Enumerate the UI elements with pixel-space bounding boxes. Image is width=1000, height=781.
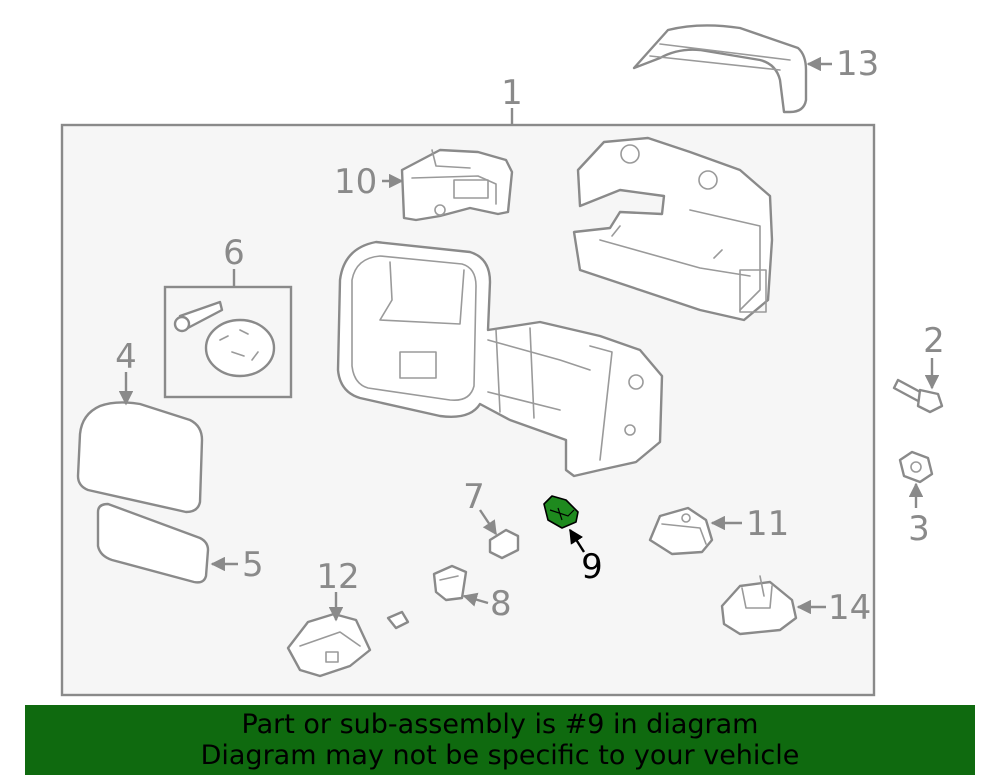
info-banner: Part or sub-assembly is #9 in diagram Di…: [25, 705, 975, 775]
part-11-cover[interactable]: [648, 506, 714, 556]
part-2-bolt[interactable]: [892, 378, 944, 414]
callout-6[interactable]: 6: [223, 233, 245, 273]
callout-7-leader: [479, 509, 497, 536]
part-4-mirror-glass[interactable]: [76, 401, 204, 514]
callout-10[interactable]: 10: [334, 162, 377, 202]
callout-14[interactable]: 14: [828, 588, 871, 628]
callout-9-leader: [568, 528, 586, 553]
part-13-mirror-cap[interactable]: [632, 24, 808, 114]
callout-8-leader: [462, 592, 489, 607]
callout-9[interactable]: 9: [581, 547, 603, 587]
part-5-spotter-glass[interactable]: [96, 502, 210, 584]
callout-5[interactable]: 5: [242, 545, 264, 585]
callout-13[interactable]: 13: [836, 44, 879, 84]
part-14-connector[interactable]: [720, 575, 798, 636]
part-7-clip[interactable]: [488, 528, 520, 560]
part-9-highlighted[interactable]: [543, 495, 579, 529]
mirror-housing: [336, 240, 664, 478]
part-8-clip[interactable]: [432, 564, 468, 602]
part-6-fastener-kit[interactable]: [163, 285, 293, 399]
part-12-lamp-housing[interactable]: [286, 612, 372, 678]
callout-4[interactable]: 4: [115, 337, 137, 377]
part-10-bracket[interactable]: [400, 148, 514, 222]
small-screw: [386, 610, 410, 630]
callout-11[interactable]: 11: [746, 504, 789, 544]
callout-2[interactable]: 2: [923, 321, 945, 361]
part-3-nut[interactable]: [898, 450, 934, 484]
housing-bracket: [572, 136, 774, 322]
banner-line-1: Part or sub-assembly is #9 in diagram: [241, 709, 759, 740]
callout-3[interactable]: 3: [908, 509, 930, 549]
callout-12[interactable]: 12: [316, 557, 359, 597]
callout-8[interactable]: 8: [490, 584, 512, 624]
callout-7[interactable]: 7: [463, 477, 485, 517]
banner-line-2: Diagram may not be specific to your vehi…: [200, 740, 800, 771]
callout-1[interactable]: 1: [501, 73, 523, 113]
